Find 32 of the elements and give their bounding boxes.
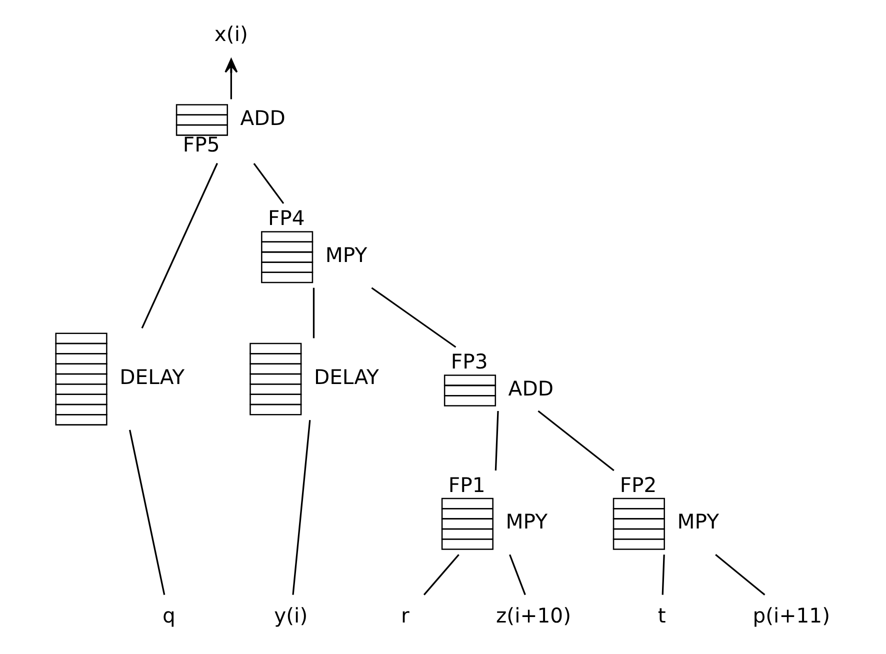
connector	[715, 554, 766, 596]
node-text: p(i+11)	[752, 604, 830, 628]
connector	[423, 554, 460, 596]
node-label: MPY	[506, 510, 548, 534]
node-label: DELAY	[120, 364, 185, 389]
connector	[292, 420, 311, 595]
connector	[662, 554, 665, 595]
node-text: y(i)	[274, 604, 308, 628]
node-label: FP4	[268, 206, 305, 230]
connector	[312, 288, 315, 338]
node-label: DELAY	[314, 364, 379, 389]
connector	[494, 411, 499, 471]
node-text: r	[401, 604, 410, 628]
connector	[538, 410, 614, 472]
node-label: MPY	[677, 510, 720, 534]
connector	[141, 162, 218, 329]
node-label: ADD	[240, 106, 286, 130]
connector	[371, 287, 456, 348]
node-text: q	[162, 604, 176, 628]
node-text: t	[658, 604, 666, 628]
node-label: ADD	[508, 376, 554, 400]
node-label: FP1	[448, 472, 486, 497]
node-label: FP3	[450, 350, 488, 374]
node-label: FP2	[620, 472, 657, 497]
arrow	[224, 58, 238, 100]
node-text: x(i)	[214, 22, 248, 46]
connector	[253, 162, 284, 204]
connector	[128, 430, 166, 595]
node-text: z(i+10)	[496, 604, 572, 628]
node-label: MPY	[325, 242, 368, 267]
connector	[509, 554, 526, 596]
node-label: FP5	[182, 132, 220, 156]
